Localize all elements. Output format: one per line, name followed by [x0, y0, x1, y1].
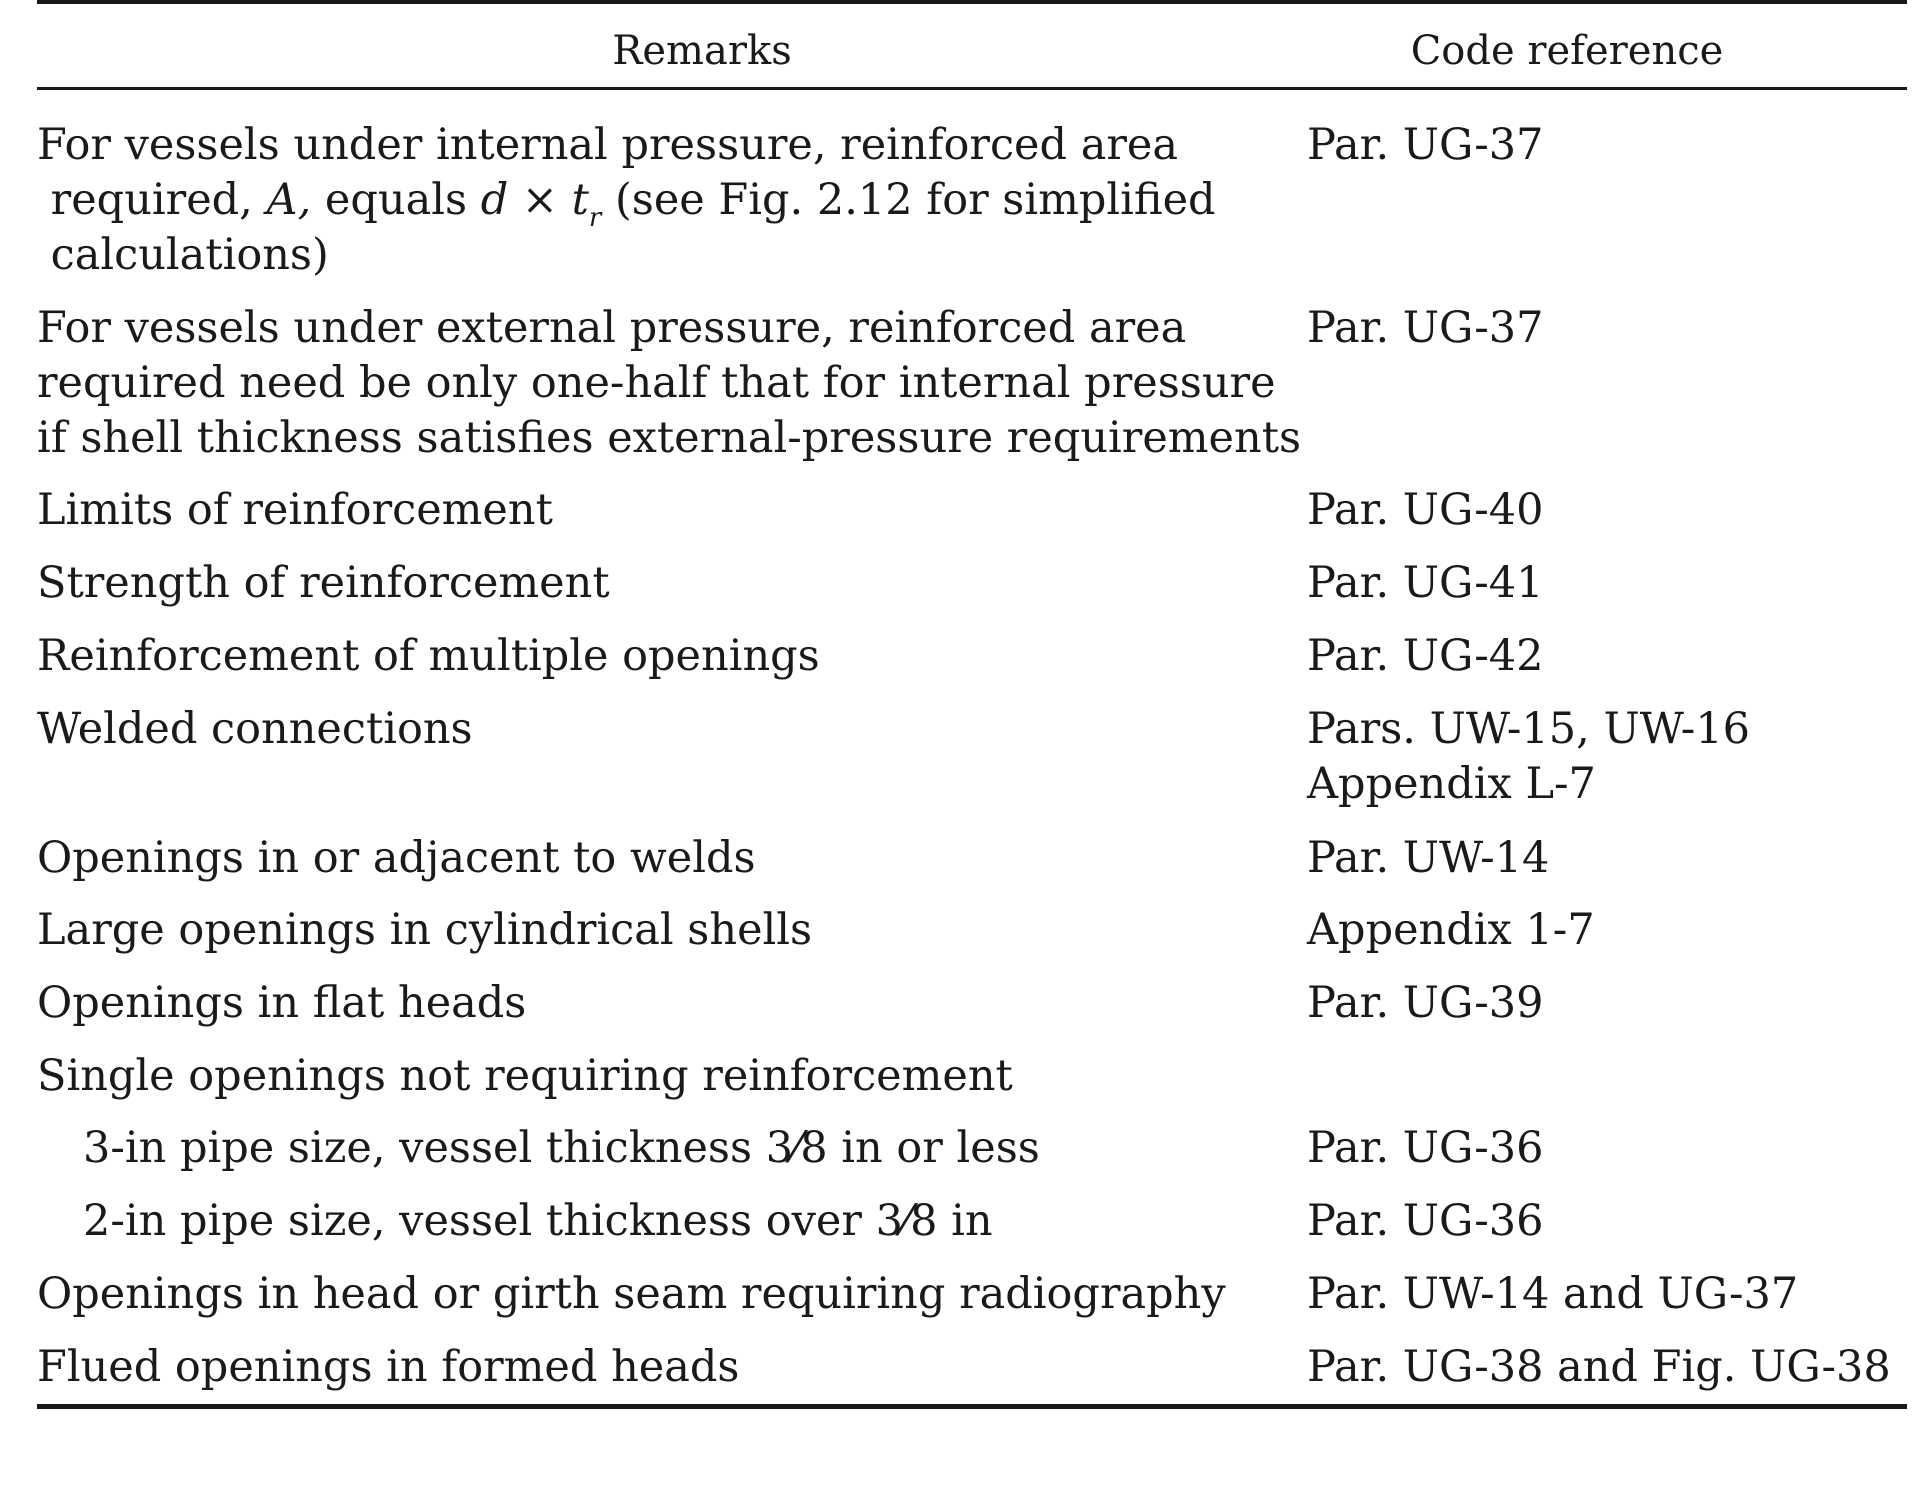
code-reference: Par. UG-39 — [1307, 978, 1544, 1028]
header-rule — [37, 87, 1907, 90]
code-reference: Par. UG-40 — [1307, 485, 1544, 535]
table-bottom-rule — [37, 1404, 1907, 1409]
code-reference: Par. UW-14 and UG-37 — [1307, 1269, 1799, 1319]
code-reference: Par. UG-38 and Fig. UG-38 — [1307, 1342, 1891, 1392]
remark-line: required need be only one-half that for … — [37, 358, 1276, 408]
remark-line: Flued openings in formed heads — [37, 1342, 740, 1392]
remark-line: For vessels under internal pressure, rei… — [37, 120, 1178, 170]
remark-line: Openings in or adjacent to welds — [37, 833, 756, 883]
remark-line: For vessels under external pressure, rei… — [37, 303, 1187, 353]
remark-line: Openings in flat heads — [37, 978, 527, 1028]
code-reference: Appendix 1-7 — [1307, 905, 1595, 955]
remark-line: Single openings not requiring reinforcem… — [37, 1051, 1013, 1101]
remark-line: 3-in pipe size, vessel thickness 3⁄8 in … — [83, 1123, 1040, 1173]
remark-line: Welded connections — [37, 704, 473, 754]
remark-line: Openings in head or girth seam requiring… — [37, 1269, 1226, 1319]
code-reference: Appendix L-7 — [1307, 759, 1596, 809]
header-remarks: Remarks — [612, 28, 792, 74]
remark-line: Limits of reinforcement — [37, 485, 553, 535]
remark-line: Large openings in cylindrical shells — [37, 905, 813, 955]
remark-line: Strength of reinforcement — [37, 558, 610, 608]
code-reference: Par. UG-41 — [1307, 558, 1544, 608]
remark-line: calculations) — [37, 230, 329, 280]
table-top-rule — [37, 0, 1907, 4]
remark-line-formula: required, A, equals d × tr (see Fig. 2.1… — [37, 175, 1216, 233]
code-reference: Par. UG-37 — [1307, 303, 1544, 353]
remark-line: 2-in pipe size, vessel thickness over 3⁄… — [83, 1196, 993, 1246]
code-reference: Par. UG-36 — [1307, 1123, 1544, 1173]
code-reference: Par. UG-42 — [1307, 631, 1544, 681]
remark-line: Reinforcement of multiple openings — [37, 631, 820, 681]
code-reference: Pars. UW-15, UW-16 — [1307, 704, 1751, 754]
code-reference: Par. UG-37 — [1307, 120, 1544, 170]
remark-line: if shell thickness satisfies external-pr… — [37, 413, 1302, 463]
code-reference: Par. UG-36 — [1307, 1196, 1544, 1246]
code-reference: Par. UW-14 — [1307, 833, 1550, 883]
header-code-reference: Code reference — [1410, 28, 1724, 74]
